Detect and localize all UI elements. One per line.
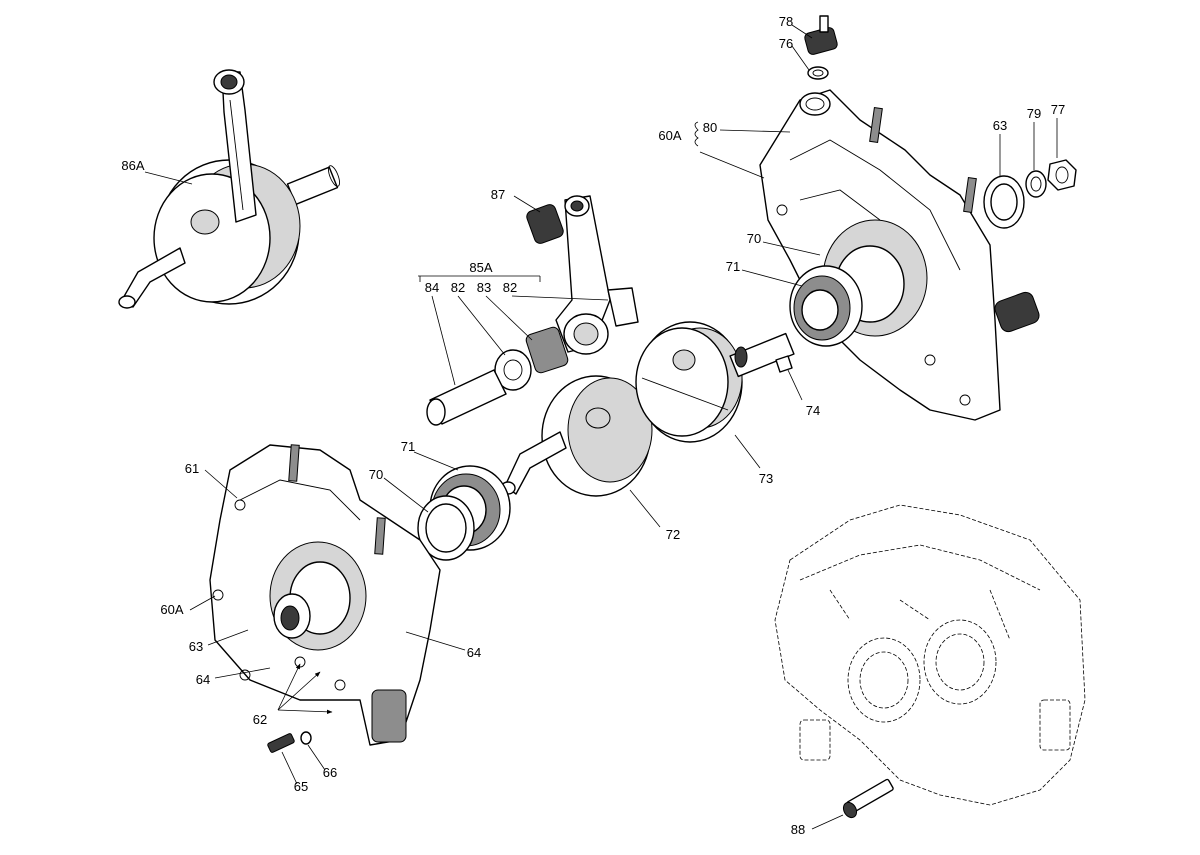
- callout-71-top: 71: [726, 259, 740, 274]
- callout-79: 79: [1027, 106, 1041, 121]
- callout-88: 88: [791, 822, 805, 837]
- bushing-right: [994, 291, 1040, 333]
- callout-60a-left: 60A: [160, 602, 183, 617]
- crank-half-72: [500, 375, 653, 497]
- callout-60a-top: 60A: [658, 128, 681, 143]
- callout-72: 72: [666, 527, 680, 542]
- o-ring-76: [807, 66, 829, 80]
- oil-seal-70-middle: [417, 495, 475, 561]
- callout-61: 61: [185, 461, 199, 476]
- oil-seal-63-right: [983, 175, 1025, 229]
- callout-63-top: 63: [993, 118, 1007, 133]
- callout-73: 73: [759, 471, 773, 486]
- callout-70-top: 70: [747, 231, 761, 246]
- callout-65: 65: [294, 779, 308, 794]
- callout-77: 77: [1051, 102, 1065, 117]
- callout-85a: 85A: [469, 260, 492, 275]
- callout-71-middle: 71: [401, 439, 415, 454]
- connecting-rod-assembly: [426, 195, 639, 426]
- callout-86a: 86A: [121, 158, 144, 173]
- crankcase-left-half: [209, 444, 441, 746]
- callout-70-middle: 70: [369, 467, 383, 482]
- washer-66: [300, 731, 312, 745]
- key-74: [775, 355, 793, 373]
- callout-82-b: 82: [503, 280, 517, 295]
- crank-half-73: [635, 321, 795, 443]
- callout-64-left: 64: [196, 672, 210, 687]
- callout-82-a: 82: [451, 280, 465, 295]
- nut-77: [1047, 159, 1077, 191]
- engine-reference-outline: [774, 504, 1086, 806]
- washer-79: [1025, 170, 1047, 198]
- callout-62: 62: [253, 712, 267, 727]
- leader-lines: [144, 24, 1058, 830]
- callout-87: 87: [491, 187, 505, 202]
- bolt-88: [842, 778, 894, 819]
- cap-78: [804, 15, 838, 55]
- callout-74: 74: [806, 403, 820, 418]
- callout-83: 83: [477, 280, 491, 295]
- callout-76: 76: [779, 36, 793, 51]
- crankcase-right-half: [759, 89, 1001, 421]
- screw-65: [267, 733, 295, 753]
- crankshaft-assembly: [118, 69, 340, 309]
- callout-80: 80: [703, 120, 717, 135]
- callout-63-left: 63: [189, 639, 203, 654]
- callout-labels: 78 76 60A 80 63 79 77 70 71 74 73 87 85A…: [121, 14, 1065, 837]
- callout-78: 78: [779, 14, 793, 29]
- callout-84: 84: [425, 280, 439, 295]
- callout-66: 66: [323, 765, 337, 780]
- callout-64-right: 64: [467, 645, 481, 660]
